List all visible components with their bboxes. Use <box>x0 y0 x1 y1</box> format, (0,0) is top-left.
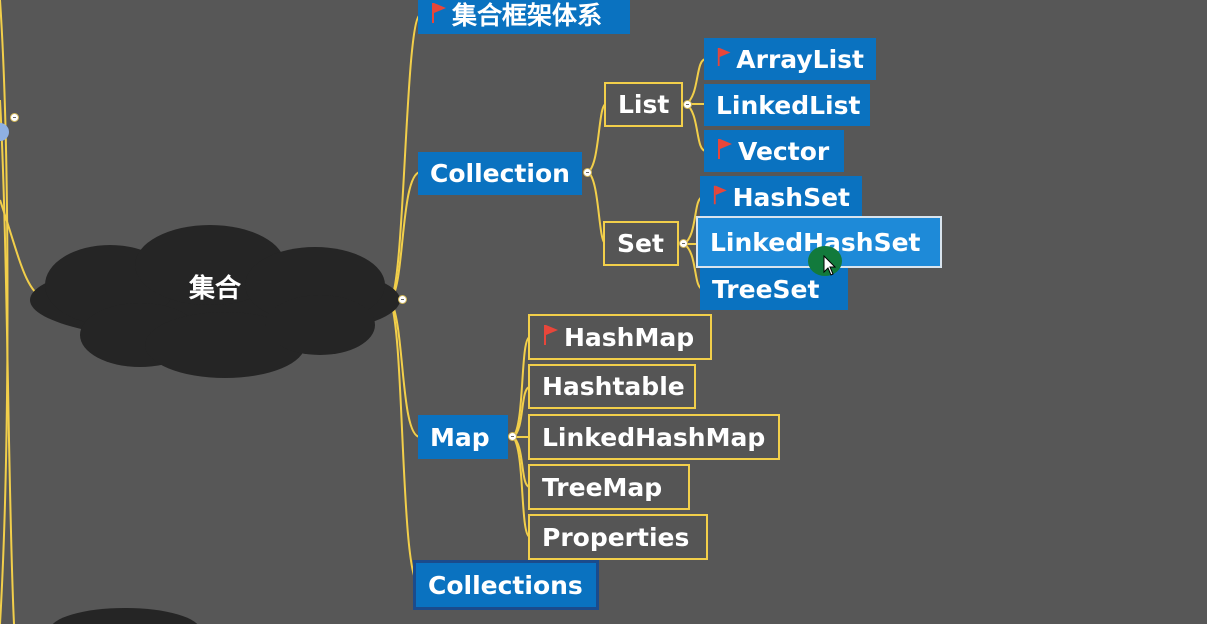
node-label: Collection <box>430 159 570 188</box>
node-label: Hashtable <box>542 372 685 401</box>
node-label: List <box>618 90 670 119</box>
node-hashmap[interactable]: HashMap <box>528 314 712 360</box>
collapse-icon[interactable] <box>683 100 692 109</box>
node-list[interactable]: List <box>604 82 683 127</box>
cloud-shape <box>30 225 400 378</box>
flag-icon <box>718 139 732 159</box>
node-properties[interactable]: Properties <box>528 514 708 560</box>
node-label: Collections <box>428 570 583 600</box>
node-set[interactable]: Set <box>603 221 679 266</box>
node-collections[interactable]: Collections <box>413 560 599 610</box>
collapse-icon[interactable] <box>679 239 688 248</box>
node-label: Properties <box>542 522 690 552</box>
cursor-icon <box>823 255 837 276</box>
node-arraylist[interactable]: ArrayList <box>704 38 876 80</box>
node-label: HashMap <box>564 322 695 352</box>
node-label: TreeMap <box>542 472 663 502</box>
node-vector[interactable]: Vector <box>704 130 844 172</box>
node-label: Set <box>617 229 664 258</box>
node-linkedlist[interactable]: LinkedList <box>704 84 870 126</box>
node-framework-system[interactable]: 集合框架体系 <box>418 0 630 34</box>
node-label: LinkedList <box>716 90 861 120</box>
node-linkedhashmap[interactable]: LinkedHashMap <box>528 414 780 460</box>
collapse-icon[interactable] <box>10 113 19 122</box>
collapse-icon[interactable] <box>583 168 592 177</box>
flag-icon <box>713 185 727 205</box>
node-hashset[interactable]: HashSet <box>700 176 862 218</box>
central-topic[interactable]: 集合 <box>188 274 241 304</box>
flag-icon <box>544 325 558 345</box>
node-label: ArrayList <box>736 44 864 74</box>
collapse-icon[interactable] <box>398 295 407 304</box>
node-hashtable[interactable]: Hashtable <box>528 364 696 409</box>
node-treemap[interactable]: TreeMap <box>528 464 690 510</box>
node-label: 集合框架体系 <box>452 0 603 30</box>
node-collection[interactable]: Collection <box>418 152 582 195</box>
node-label: Map <box>430 422 490 452</box>
flag-icon <box>432 3 446 23</box>
node-map[interactable]: Map <box>418 415 508 459</box>
node-label: HashSet <box>732 182 850 212</box>
node-label: TreeSet <box>712 274 820 304</box>
flag-icon <box>717 47 731 67</box>
node-label: Vector <box>738 136 830 166</box>
node-label: LinkedHashMap <box>542 422 766 452</box>
collapse-icon[interactable] <box>508 432 517 441</box>
